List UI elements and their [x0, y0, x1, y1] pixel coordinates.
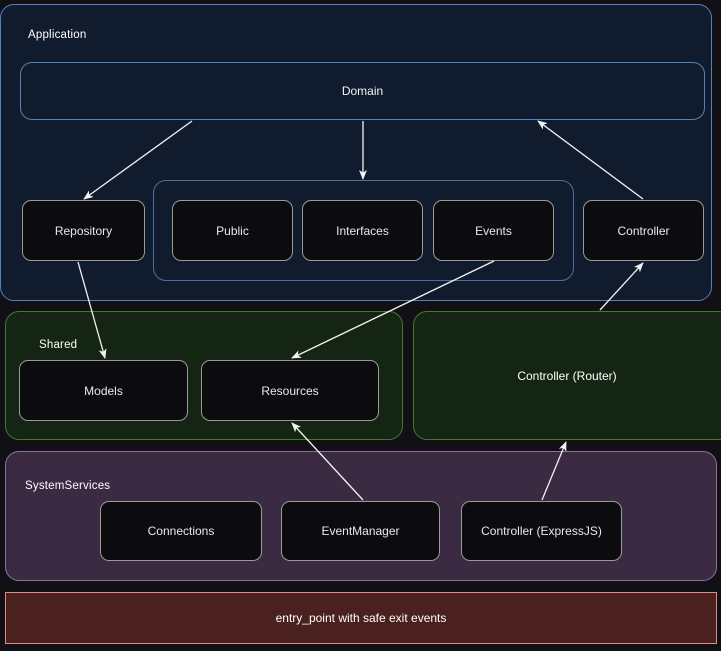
node-public[interactable]: Public: [172, 200, 293, 261]
node-controller-expressjs[interactable]: Controller (ExpressJS): [461, 501, 622, 561]
node-resources[interactable]: Resources: [201, 360, 379, 421]
layer-shared-label: Shared: [39, 339, 78, 351]
layer-application-label: Application: [28, 29, 87, 41]
node-models[interactable]: Models: [19, 360, 188, 421]
node-events[interactable]: Events: [433, 200, 554, 261]
node-connections[interactable]: Connections: [100, 501, 262, 561]
node-event-manager[interactable]: EventManager: [281, 501, 440, 561]
node-controller[interactable]: Controller: [583, 200, 704, 261]
node-repository[interactable]: Repository: [22, 200, 145, 261]
node-entry-point[interactable]: entry_point with safe exit events: [5, 592, 717, 644]
node-controller-router[interactable]: Controller (Router): [517, 368, 617, 383]
node-interfaces[interactable]: Interfaces: [302, 200, 423, 261]
node-domain[interactable]: Domain: [20, 62, 705, 120]
layer-systemservices-label: SystemServices: [25, 480, 111, 492]
